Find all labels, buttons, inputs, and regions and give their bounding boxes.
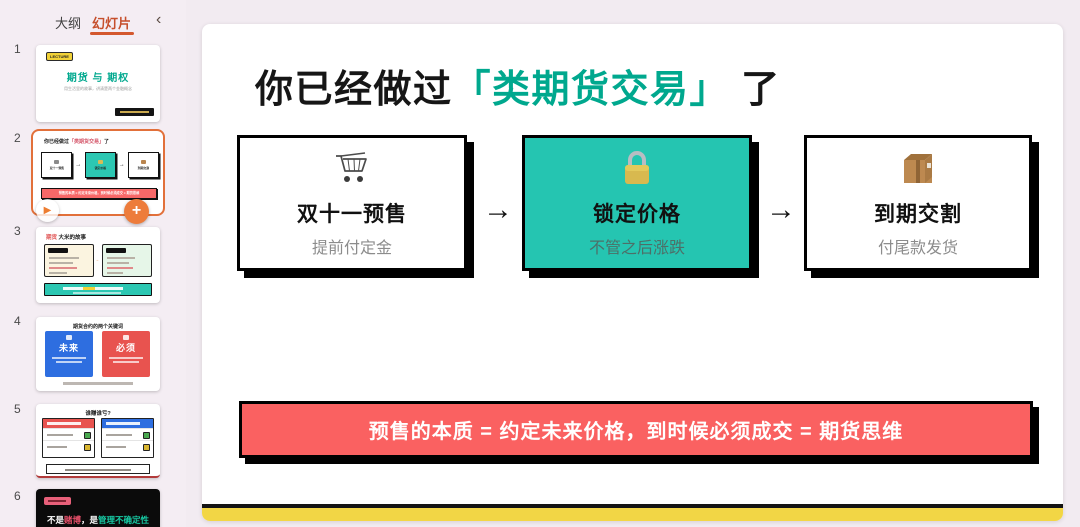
thumb4-blue-box: 未来 [45, 331, 93, 377]
thumb1-title: 期货 与 期权 [66, 73, 130, 84]
thumb2-card-3: 到期交割 [128, 152, 159, 178]
thumb-number-5: 5 [14, 402, 21, 416]
thumb5-caption-box [46, 464, 150, 474]
card-title: 锁定价格 [593, 203, 681, 226]
cards-row: 双十一预售 提前付定金 → 锁定价格 不管之后涨跌 → [237, 135, 1037, 271]
mini-icon [123, 335, 129, 340]
thumb3-arrow-icon: → [95, 257, 99, 262]
package-icon [807, 148, 1029, 190]
slide-thumbnail-5[interactable]: 谁赚谁亏? [36, 404, 160, 478]
banner-text: 预售的本质 = 约定未来价格，到时候必须成交 = 期货思维 [368, 421, 904, 443]
lock-icon [525, 148, 749, 190]
thumb2-banner: 预售的本质 = 约定未来价格，到时候必须成交 = 期货思维 [41, 188, 157, 199]
sidebar-tabs: 大纲 幻灯片 ‹ [0, 11, 186, 37]
card-subtitle: 付尾款发货 [877, 240, 958, 257]
thumb2-card-1: 双十一预售 [41, 152, 72, 178]
lecture-badge: LECTURE [46, 52, 73, 61]
chevron-left-icon[interactable]: ‹ [156, 11, 162, 28]
mini-icon [66, 335, 72, 340]
mini-cart-icon [54, 160, 59, 164]
bottom-yellow-stripe [202, 508, 1063, 521]
shopping-cart-icon [240, 148, 464, 190]
tab-slides[interactable]: 幻灯片 [92, 16, 132, 31]
thumb5-title: 谁赚谁亏? [85, 411, 111, 417]
thumb2-card-2: 锁定价格 [84, 152, 116, 178]
thumb4-red-box: 必须 [102, 331, 150, 377]
thumb3-left-box [44, 244, 94, 277]
thumb3-banner [44, 283, 152, 296]
card-subtitle: 提前付定金 [311, 240, 392, 257]
add-slide-button[interactable]: + [124, 199, 149, 224]
thumb4-caption-line [63, 382, 133, 385]
arrow-right-icon: → [766, 193, 796, 226]
slide-thumbnail-4[interactable]: 期货合约的两个关键词 未来 必须 [36, 317, 160, 391]
thumb4-title: 期货合约的两个关键词 [72, 324, 123, 330]
card-subtitle: 不管之后涨跌 [588, 240, 685, 257]
tab-active-underline [90, 32, 134, 35]
slide-canvas[interactable]: 你已经做过「类期货交易」 了 双十一预售 提前付定金 → [202, 24, 1063, 521]
slide-thumbnail-3[interactable]: 期货 大米的故事 → [36, 227, 160, 303]
thumb-number-1: 1 [14, 42, 21, 56]
thumb6-badge [44, 497, 71, 505]
thumb-number-2: 2 [14, 131, 21, 145]
card-delivery[interactable]: 到期交割 付尾款发货 [804, 135, 1032, 271]
card-lock-price[interactable]: 锁定价格 不管之后涨跌 [522, 135, 752, 271]
thumb3-left-badge [48, 248, 68, 253]
slide-thumbnail-6[interactable]: 不是赌博，是管理不确定性 [36, 489, 160, 527]
card-title: 到期交割 [874, 203, 962, 226]
mini-arrow-icon: → [75, 162, 82, 168]
bottom-divider-line [202, 504, 1063, 508]
mini-package-icon [141, 160, 146, 164]
thumb-number-4: 4 [14, 314, 21, 328]
thumb1-footer-badge [115, 108, 154, 116]
slide-thumbnail-1[interactable]: LECTURE 期货 与 期权 用生活里的故事，讲清楚两个金融概念 [36, 45, 160, 122]
mini-lock-icon [97, 160, 103, 164]
thumb2-title: 你已经做过「类期货交易」了 [44, 139, 110, 145]
thumb6-text: 不是赌博，是管理不确定性 [46, 515, 150, 525]
thumb2-cards-row: 双十一预售 → 锁定价格 → 到期交割 [41, 151, 159, 179]
tab-outline[interactable]: 大纲 [55, 16, 82, 31]
title-highlight: 「类期货交易」 [452, 69, 730, 111]
thumb1-subtitle: 用生活里的故事，讲清楚两个金融概念 [64, 86, 132, 91]
thumb3-right-box [102, 244, 152, 277]
thumb5-left-card [42, 418, 95, 458]
arrow-right-icon: → [483, 193, 513, 226]
slide-title[interactable]: 你已经做过「类期货交易」 了 [255, 69, 781, 111]
thumb3-title: 期货 大米的故事 [46, 235, 87, 241]
slides-sidebar: 大纲 幻灯片 ‹ 1 LECTURE 期货 与 期权 用生活里的故事，讲清楚两个… [0, 0, 186, 527]
slide-thumbnail-2-selected[interactable]: 你已经做过「类期货交易」了 双十一预售 → 锁定价格 → 到期交割 预售的本质 … [31, 129, 165, 216]
mini-arrow-icon: → [118, 162, 125, 168]
card-presale[interactable]: 双十一预售 提前付定金 [237, 135, 467, 271]
play-slideshow-button[interactable]: ▶ [36, 199, 59, 222]
thumb-number-3: 3 [14, 224, 21, 238]
card-title: 双十一预售 [297, 203, 407, 226]
thumb-number-6: 6 [14, 489, 21, 503]
thumb3-right-badge [106, 248, 126, 253]
summary-banner[interactable]: 预售的本质 = 约定未来价格，到时候必须成交 = 期货思维 [239, 401, 1033, 458]
thumb5-right-card [101, 418, 154, 458]
